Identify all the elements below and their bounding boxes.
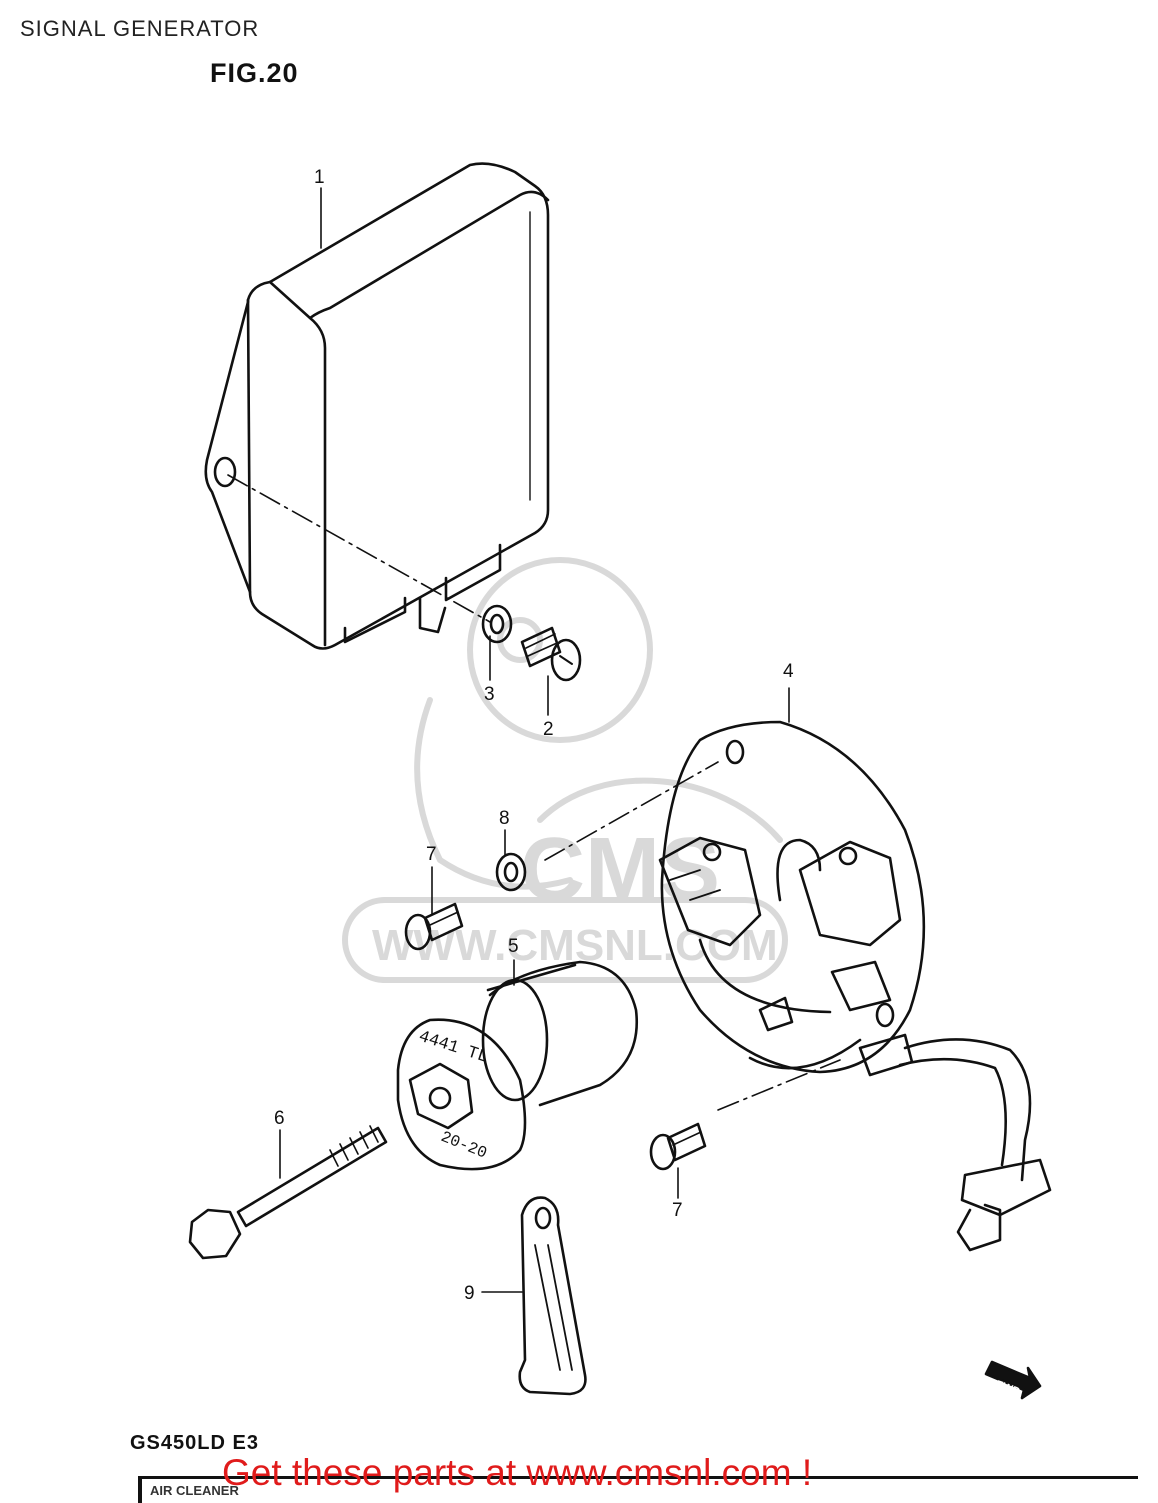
cms-watermark-logo <box>342 557 788 983</box>
callout-5: 5 <box>508 936 519 957</box>
part-3-lock-washer <box>481 604 513 644</box>
callout-3: 3 <box>484 684 495 705</box>
callout-7-lower: 7 <box>672 1200 683 1221</box>
part-9-clamp <box>518 1196 587 1396</box>
assembly-lines <box>227 474 841 1111</box>
leader-lines <box>279 187 790 1293</box>
footer-band-text: AIR CLEANER <box>150 1483 239 1498</box>
part-1-ignitor-box <box>204 162 550 650</box>
figure-label: FIG.20 <box>210 58 299 88</box>
cta-link-text[interactable]: Get these parts at www.cmsnl.com ! <box>222 1452 813 1493</box>
callout-9: 9 <box>464 1283 475 1304</box>
part-4-signal-generator-plate <box>658 720 1052 1252</box>
rotor-stamp-bottom: 20-20 <box>438 1128 489 1163</box>
part-2-screw <box>520 626 582 682</box>
page-title: SIGNAL GENERATOR <box>20 16 260 41</box>
callout-1: 1 <box>314 167 325 188</box>
footer-band: AIR CLEANER <box>138 1476 1138 1503</box>
footer-band-tick <box>138 1476 142 1503</box>
model-code: GS450LD E3 <box>130 1432 259 1454</box>
callout-7-upper: 7 <box>426 844 437 865</box>
part-5-rotor <box>396 960 639 1171</box>
part-7-screw-upper <box>404 902 464 951</box>
callout-4: 4 <box>783 661 794 682</box>
callout-2: 2 <box>543 719 554 740</box>
fwd-arrow-icon <box>984 1360 1042 1400</box>
part-6-bolt <box>188 1125 388 1260</box>
part-8-washer <box>495 852 527 892</box>
callout-6: 6 <box>274 1108 285 1129</box>
watermark-logo-text: CMS <box>520 820 720 920</box>
callout-8: 8 <box>499 808 510 829</box>
part-7-screw-lower <box>649 1122 707 1171</box>
rotor-stamp-top: 4441 TL <box>416 1028 490 1068</box>
